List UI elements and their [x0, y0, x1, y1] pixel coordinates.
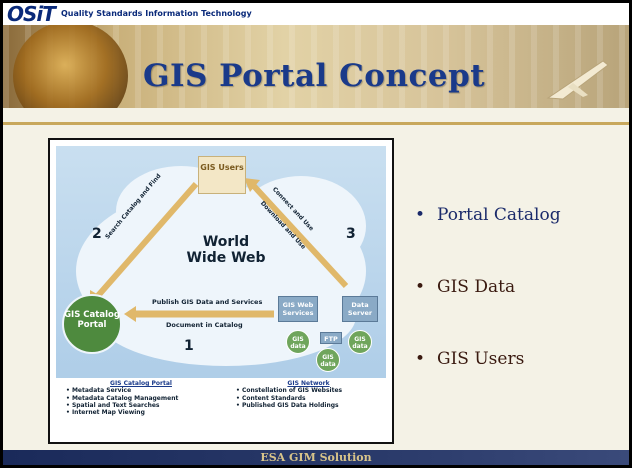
bullet-item: • Portal Catalog [415, 203, 561, 275]
document-catalog-label: Document in Catalog [166, 321, 243, 329]
diagram-footer [56, 378, 386, 436]
footer-right-item: Content Standards [241, 394, 306, 402]
footer-right-item: Constellation of GIS Websites [241, 387, 343, 395]
footer-right-heading: GIS Network [287, 380, 330, 387]
bullet-label: GIS Data [437, 277, 516, 297]
bullet-label: GIS Users [437, 349, 525, 369]
header-bar: OSiT Quality Standards Information Techn… [3, 3, 629, 26]
world-wide-web-label: World Wide Web [186, 234, 266, 266]
tagline: Quality Standards Information Technology [61, 9, 252, 18]
footer-left-item: Internet Map Viewing [71, 409, 145, 417]
bullet-item: • GIS Users [415, 347, 561, 419]
gis-data-ball: GIS data [316, 348, 340, 372]
banner-rule [3, 122, 629, 125]
data-server-box: Data Server [342, 296, 378, 322]
footer-bar [3, 450, 629, 465]
step-1: 1 [184, 338, 194, 354]
gis-data-ball: GIS data [286, 330, 310, 354]
gis-portal-diagram: GIS Users World Wide Web 2 3 1 Search Ca… [48, 138, 394, 444]
footer-left-item: Metadata Service [71, 387, 132, 395]
bullet-icon: • [415, 205, 426, 225]
gis-users-box: GIS Users [198, 156, 246, 194]
footer-left: GIS Catalog Portal • Metadata Service • … [66, 380, 216, 416]
bullet-icon: • [415, 277, 426, 297]
step-2: 2 [92, 226, 102, 242]
gis-data-ball: GIS data [348, 330, 372, 354]
footer-text: ESA GIM Solution [260, 451, 372, 464]
step-3: 3 [346, 226, 356, 242]
osit-logo: OSiT [7, 3, 56, 26]
bullet-list: • Portal Catalog • GIS Data • GIS Users [415, 203, 561, 419]
slide: OSiT Quality Standards Information Techn… [3, 3, 629, 465]
footer-left-item: Metadata Catalog Management [71, 394, 179, 402]
bullet-icon: • [415, 349, 426, 369]
bullet-item: • GIS Data [415, 275, 561, 347]
gis-catalog-portal: GIS Catalog Portal [62, 294, 122, 354]
footer-right: GIS Network • Constellation of GIS Websi… [236, 380, 381, 409]
publish-label: Publish GIS Data and Services [152, 298, 263, 306]
footer-left-item: Spatial and Text Searches [71, 401, 160, 409]
gis-web-services-box: GIS Web Services [278, 296, 318, 322]
footer-left-heading: GIS Catalog Portal [110, 380, 172, 387]
airplane-icon [546, 60, 609, 100]
footer-right-item: Published GIS Data Holdings [241, 401, 339, 409]
gis-users-label: GIS Users [200, 163, 244, 172]
bullet-label: Portal Catalog [437, 205, 561, 225]
slide-title: GIS Portal Concept [143, 58, 486, 94]
ftp-box: FTP [320, 332, 342, 344]
